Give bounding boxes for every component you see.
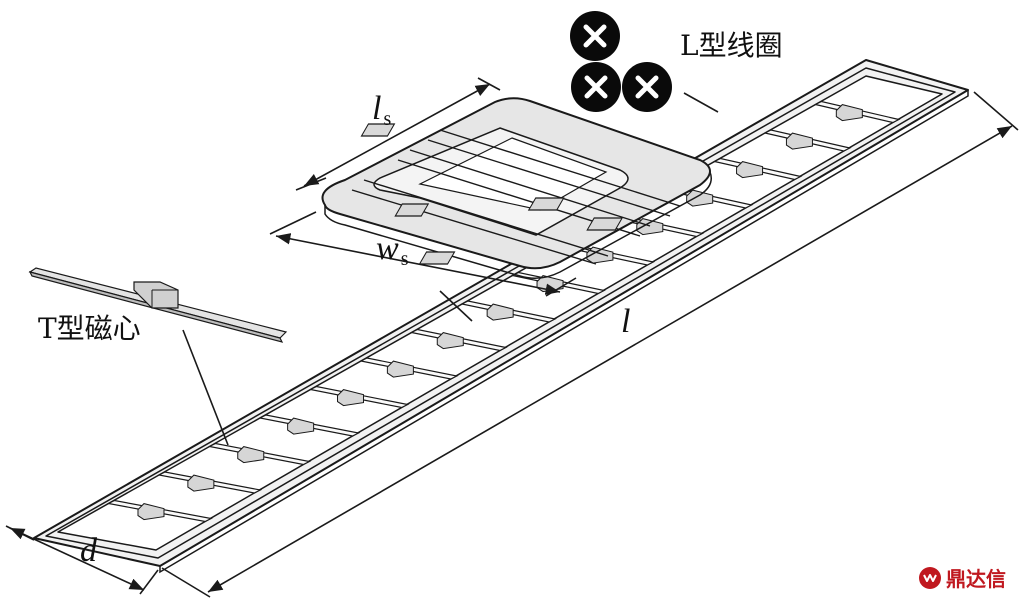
watermark: 鼎达信 <box>918 563 1006 592</box>
current-into-page-icon <box>571 62 621 112</box>
label-ws-sub: s <box>400 248 409 270</box>
current-into-page-icon <box>570 11 620 61</box>
label-t-core: T型磁心 <box>38 312 141 345</box>
label-l-coil: L型线圈 <box>680 29 783 62</box>
current-into-page-icon <box>622 62 672 112</box>
dimension-d <box>5 525 159 595</box>
label-d: d <box>80 532 97 569</box>
label-ls-main: l <box>372 90 382 127</box>
label-ws-main: w <box>376 230 399 267</box>
label-l: l <box>621 303 631 340</box>
t-core-block <box>137 503 165 521</box>
dimension-l <box>161 91 1019 598</box>
label-ls-sub: s <box>383 108 392 130</box>
current-markers <box>570 11 672 112</box>
watermark-text: 鼎达信 <box>946 567 1006 591</box>
watermark-logo-icon <box>919 566 941 589</box>
t-core-block <box>835 104 863 122</box>
